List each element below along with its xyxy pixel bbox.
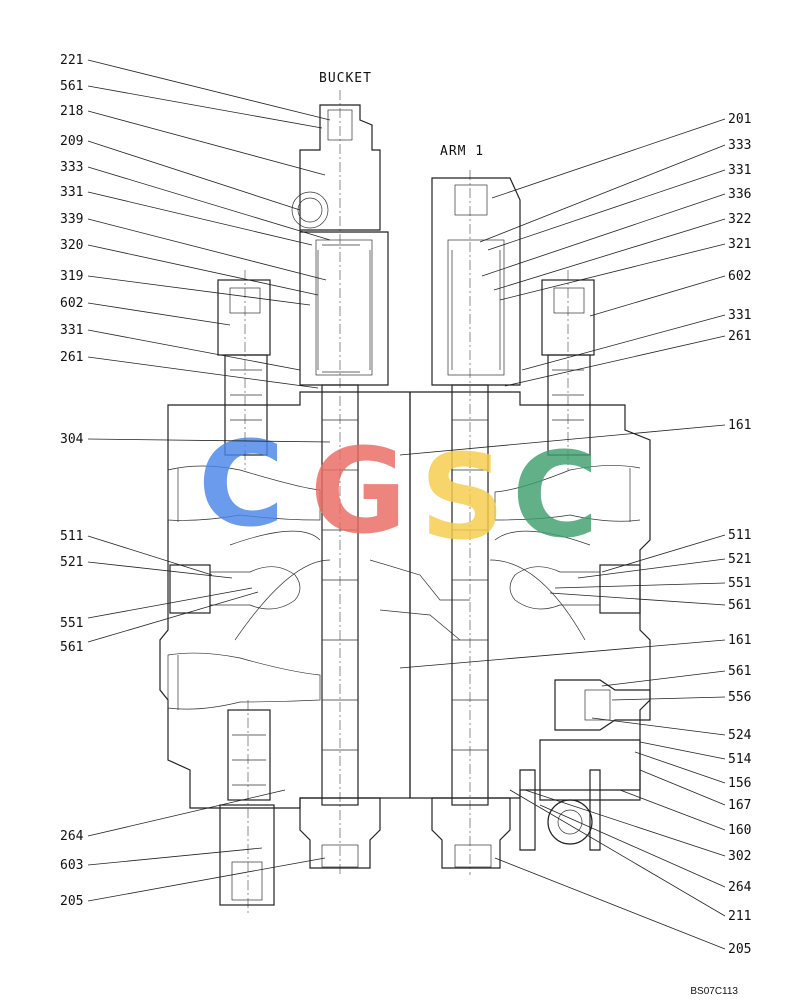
callout-right-16: 561: [728, 664, 751, 679]
callout-left-19: 603: [60, 858, 83, 873]
watermark-letter-1: C: [198, 415, 285, 553]
callout-left-3: 218: [60, 104, 83, 119]
callout-right-22: 160: [728, 823, 751, 838]
callout-right-26: 205: [728, 942, 751, 957]
callout-right-18: 524: [728, 728, 752, 743]
callout-right-12: 521: [728, 552, 751, 567]
bucket-spool: [291, 90, 389, 875]
callout-left-17: 561: [60, 640, 83, 655]
callout-right-8: 331: [728, 308, 751, 323]
title-arm: ARM 1: [440, 144, 484, 159]
watermark-letter-4: C: [512, 426, 599, 564]
callout-right-14: 561: [728, 598, 751, 613]
callout-left-6: 331: [60, 185, 83, 200]
callout-left-4: 209: [60, 134, 83, 149]
callout-left-18: 264: [60, 829, 84, 844]
callout-left-1: 221: [60, 53, 83, 68]
callout-left-12: 261: [60, 350, 83, 365]
callout-left-10: 602: [60, 296, 83, 311]
watermark: C G S C: [198, 415, 599, 566]
figure-reference: BS07C113: [690, 986, 738, 997]
relief-valve-right: [519, 679, 651, 851]
callout-right-11: 511: [728, 528, 751, 543]
callout-right-15: 161: [728, 633, 751, 648]
callout-right-21: 167: [728, 798, 751, 813]
callout-left-8: 320: [60, 238, 83, 253]
callout-right-7: 602: [728, 269, 751, 284]
callout-right-3: 331: [728, 163, 751, 178]
callout-right-2: 333: [728, 138, 751, 153]
callout-right-5: 322: [728, 212, 751, 227]
callout-right-13: 551: [728, 576, 751, 591]
callout-right-10: 161: [728, 418, 751, 433]
callout-left-2: 561: [60, 79, 83, 94]
callout-left-7: 339: [60, 212, 83, 227]
callout-right-20: 156: [728, 776, 751, 791]
callout-left-15: 521: [60, 555, 83, 570]
callout-right-24: 264: [728, 880, 752, 895]
callout-right-23: 302: [728, 849, 751, 864]
callout-right-1: 201: [728, 112, 751, 127]
callout-right-19: 514: [728, 752, 752, 767]
title-bucket: BUCKET: [319, 71, 372, 86]
arm-spool: [431, 170, 521, 875]
left-callouts: 221 561 218 209 333 331 339 320 319 602 …: [60, 53, 331, 909]
callout-right-9: 261: [728, 329, 751, 344]
callout-right-6: 321: [728, 237, 751, 252]
callout-left-13: 304: [60, 432, 84, 447]
callout-right-25: 211: [728, 909, 751, 924]
callout-left-5: 333: [60, 160, 83, 175]
pilot-valve-upper-right: [541, 270, 595, 470]
callout-right-4: 336: [728, 187, 751, 202]
watermark-letter-2: G: [310, 422, 407, 560]
pilot-valve-upper-left: [217, 270, 271, 470]
callout-left-11: 331: [60, 323, 83, 338]
valve-body: [159, 391, 651, 809]
pilot-valve-lower-left: [219, 700, 275, 915]
watermark-letter-3: S: [420, 428, 505, 566]
callout-left-9: 319: [60, 269, 83, 284]
callout-left-20: 205: [60, 894, 83, 909]
callout-left-16: 551: [60, 616, 83, 631]
callout-left-14: 511: [60, 529, 83, 544]
right-callouts: 201 333 331 336 322 321 602 331 261 161 …: [399, 112, 752, 957]
callout-right-17: 556: [728, 690, 751, 705]
